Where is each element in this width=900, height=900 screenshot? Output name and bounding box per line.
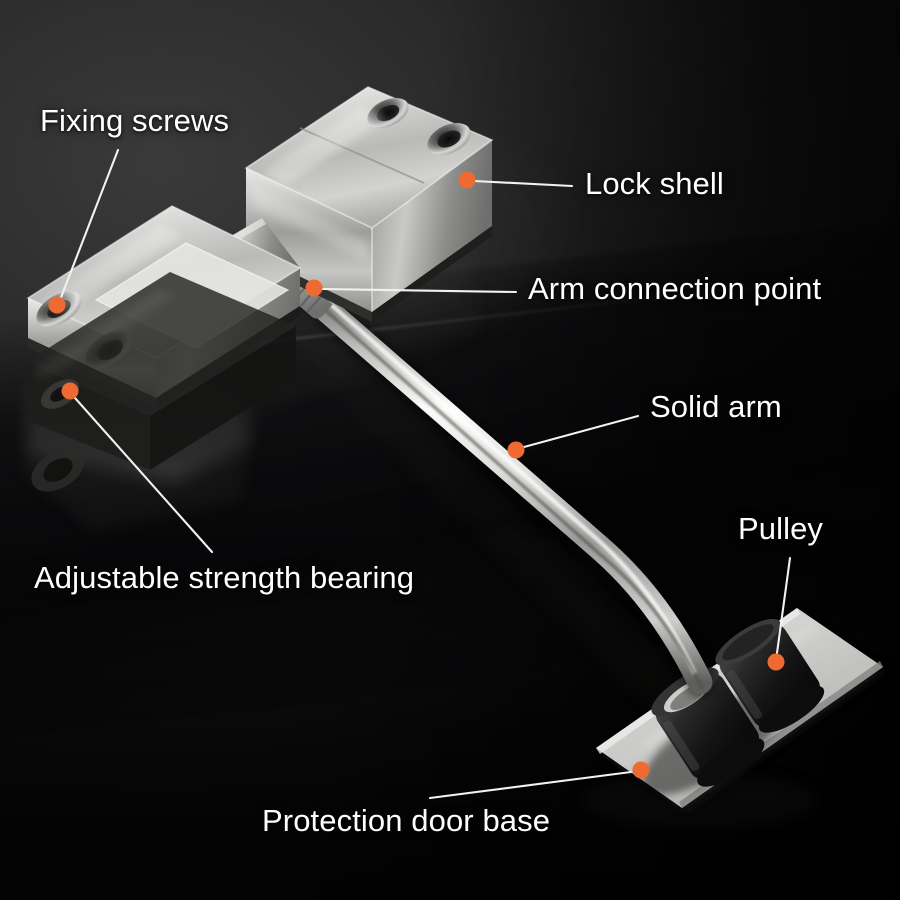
lock-shell-body (244, 86, 494, 322)
callout-label-fixing-screws: Fixing screws (40, 103, 230, 138)
callout-label-pulley: Pulley (738, 511, 824, 546)
callout-label-solid-arm: Solid arm (650, 389, 782, 424)
marker-dot-lock-shell[interactable] (458, 171, 476, 189)
marker-dot-fixing-screws[interactable] (48, 296, 66, 314)
marker-dot-protection-door-base[interactable] (632, 761, 650, 779)
marker-dot-adjustable-strength-bearing[interactable] (61, 382, 79, 400)
marker-dot-solid-arm[interactable] (507, 441, 525, 459)
screw-hole (427, 123, 471, 155)
callout-label-lock-shell: Lock shell (585, 166, 724, 201)
callout-label-adjustable-strength-bearing: Adjustable strength bearing (34, 560, 415, 595)
marker-dot-arm-connection-point[interactable] (305, 279, 323, 297)
solid-arm (291, 277, 715, 697)
marker-dot-pulley[interactable] (767, 653, 785, 671)
callout-label-protection-door-base: Protection door base (262, 803, 551, 838)
callout-label-arm-connection-point: Arm connection point (528, 271, 822, 306)
